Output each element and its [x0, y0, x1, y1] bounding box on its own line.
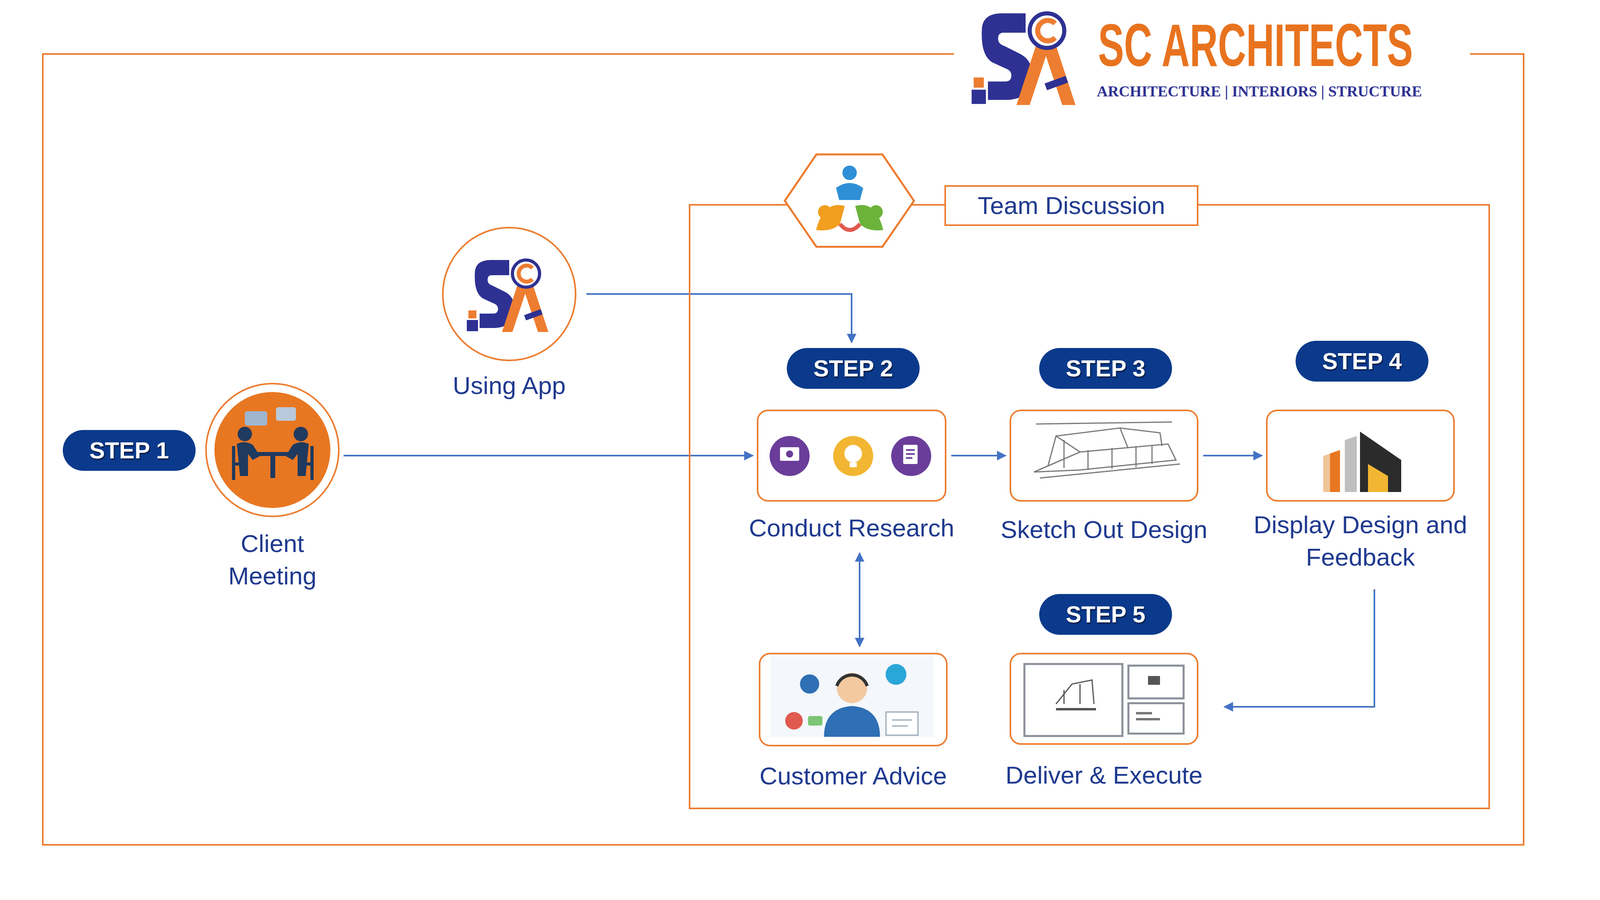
step-label: Sketch Out Design [1000, 513, 1208, 546]
drawing-part [1034, 444, 1176, 472]
drawing-part [1368, 464, 1388, 492]
step-label: Deliver & Execute [1005, 759, 1203, 792]
drawing-part [1136, 712, 1152, 715]
drawing-part [237, 426, 252, 442]
drawing-part [1024, 664, 1123, 736]
drawing-part [1360, 431, 1402, 492]
drawing-part [906, 450, 915, 458]
advice-icon [770, 656, 934, 737]
drawing-part [1128, 703, 1184, 734]
deliver-icon [1024, 664, 1184, 736]
drawing-part [770, 656, 934, 737]
drawing-part [833, 436, 874, 476]
brand-title: SC ARCHITECTS [1098, 15, 1413, 76]
drawing-part [1323, 450, 1340, 492]
step-label: Display Design and Feedback [1232, 508, 1489, 574]
drawing-part [1056, 428, 1152, 470]
drawing-part [276, 407, 296, 421]
flow-arrow [1224, 589, 1375, 707]
drawing-part [233, 446, 312, 480]
drawing-part [214, 392, 331, 508]
drawing-part [293, 426, 308, 442]
drawing-part [244, 411, 268, 426]
flow-arrow [343, 454, 753, 457]
drawing-part [836, 672, 868, 704]
app-label: Using App [452, 369, 566, 402]
drawing-part [1048, 428, 1162, 466]
frame-heading: Team Discussion [944, 185, 1199, 226]
drawing-part [844, 444, 862, 463]
brand-logo [971, 13, 1076, 105]
flow-arrow [951, 454, 1006, 457]
drawing-part [786, 450, 794, 458]
drawing-part [236, 442, 260, 476]
advice-box: Customer Advice [758, 652, 948, 747]
drawing-part [886, 712, 918, 736]
drawing-part [285, 442, 309, 476]
flow-arrow [858, 553, 861, 647]
drawing-part [971, 13, 1076, 105]
client-meeting-circle: STEP 1Client Meeting [205, 382, 340, 518]
drawing-part [840, 224, 860, 230]
drawing-part [780, 447, 800, 461]
drawing-part [255, 452, 291, 456]
step-badge: STEP 3 [1039, 348, 1172, 389]
step-badge: STEP 2 [786, 348, 920, 389]
drawing-part [1056, 680, 1094, 704]
team-frame: Team DiscussionSTEP 2Conduct ResearchSTE… [688, 204, 1490, 810]
team-hexagon [783, 153, 916, 248]
step-box: STEP 5Deliver & Execute [1009, 652, 1199, 745]
drawing-part [836, 674, 868, 686]
meeting-icon [214, 392, 331, 508]
drawing-part [885, 664, 907, 685]
brand-subtitle: ARCHITECTURE | INTERIORS | STRUCTURE [1096, 83, 1422, 100]
step-label: Conduct Research [748, 512, 955, 545]
drawing-part [800, 674, 820, 694]
research-icons [769, 436, 932, 476]
drawing-part [466, 260, 549, 332]
advice-label: Customer Advice [759, 760, 948, 793]
drawing-part [1136, 718, 1160, 721]
drawing-part [270, 456, 276, 478]
drawing-part [824, 706, 880, 737]
step-box: STEP 3Sketch Out Design [1009, 409, 1199, 502]
drawing-part [785, 712, 803, 730]
drawing-part [892, 720, 912, 726]
app-logo [466, 260, 549, 332]
drawing-part [903, 444, 918, 464]
step-badge: STEP 5 [1039, 594, 1172, 635]
step-label: Client Meeting [196, 527, 349, 592]
sketch-icon [1034, 422, 1180, 478]
drawing-part [842, 165, 857, 180]
drawing-part [1056, 708, 1096, 711]
drawing-part [836, 183, 864, 201]
flow-arrow [586, 294, 852, 343]
step-box: STEP 4Display Design and Feedback [1266, 409, 1455, 502]
drawing-part [1128, 665, 1184, 699]
step-badge: STEP 1 [62, 430, 196, 471]
drawing-part [1344, 436, 1357, 492]
drawing-part [42, 54, 1524, 845]
drawing-part [1330, 450, 1340, 492]
display-icon [1323, 431, 1402, 492]
drawing-part [808, 716, 823, 726]
drawing-part [1148, 676, 1160, 685]
drawing-part [891, 436, 932, 476]
app-circle: Using App [442, 226, 577, 362]
outer-frame [42, 54, 1524, 845]
drawing-part [849, 462, 857, 468]
step-badge: STEP 4 [1295, 340, 1429, 382]
step-box: STEP 2Conduct Research [756, 409, 947, 502]
drawing-part [784, 154, 914, 247]
flow-arrow [1203, 454, 1262, 457]
drawing-part [1036, 422, 1180, 478]
drawing-part [769, 436, 810, 476]
